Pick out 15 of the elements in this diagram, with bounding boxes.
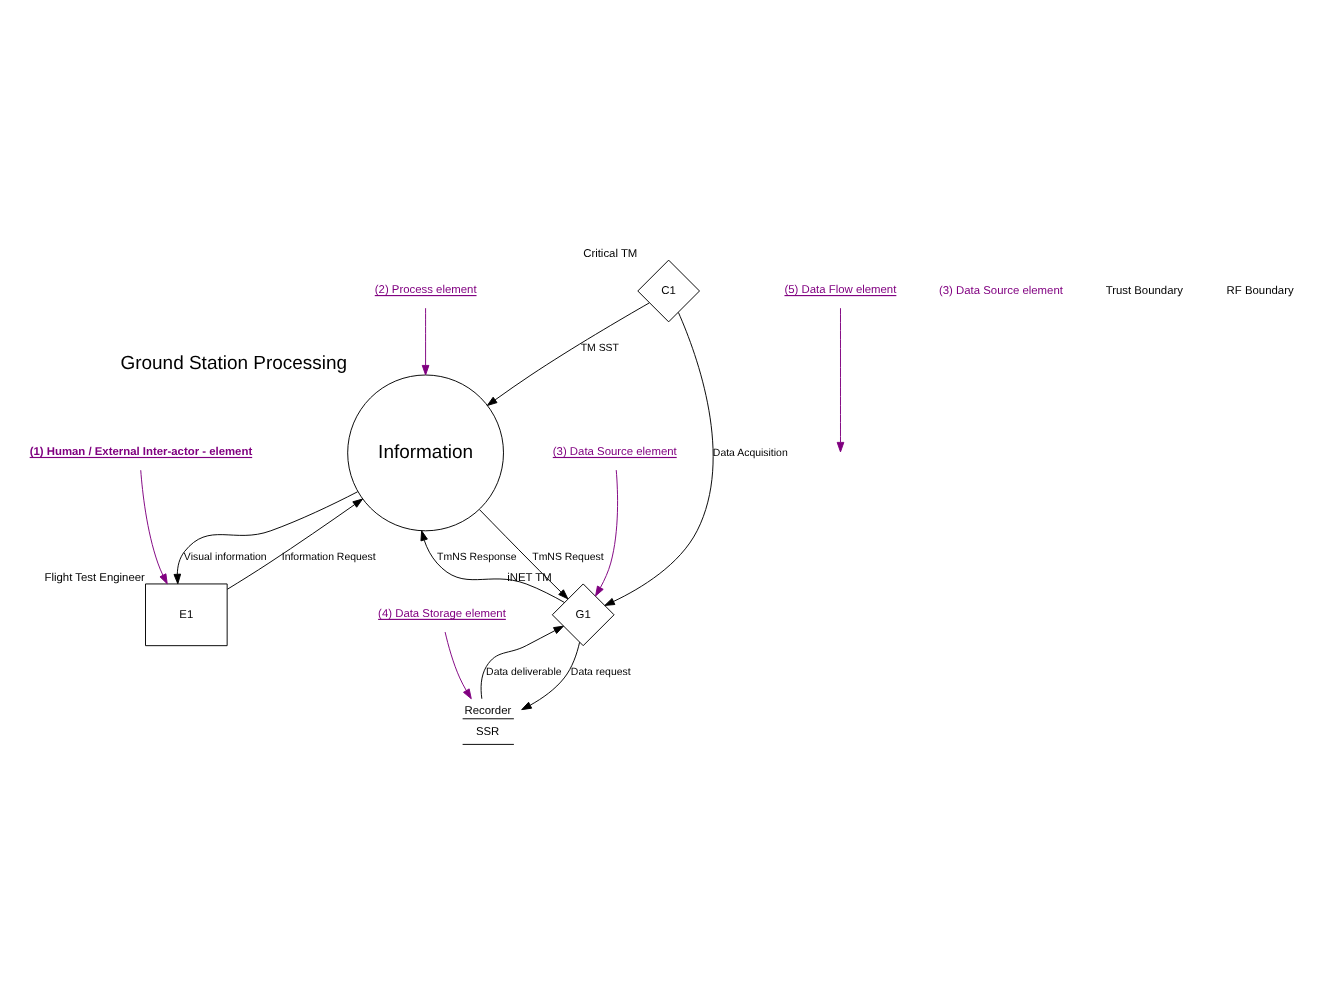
arrow: [140, 468, 168, 584]
arrow: [480, 624, 564, 699]
arrow: [595, 468, 619, 596]
arrow: [486, 301, 650, 405]
node-label: Ground Station Processing: [120, 352, 348, 375]
arrow: [421, 306, 430, 375]
arrow: [420, 529, 565, 602]
arrow: [836, 306, 845, 452]
arrow: [173, 490, 359, 584]
node-circle: Information: [347, 373, 504, 531]
arrow: [479, 508, 569, 599]
arrow: [521, 640, 581, 710]
arrow: [604, 311, 714, 605]
arrow: [444, 630, 472, 699]
arrow: [226, 497, 363, 589]
